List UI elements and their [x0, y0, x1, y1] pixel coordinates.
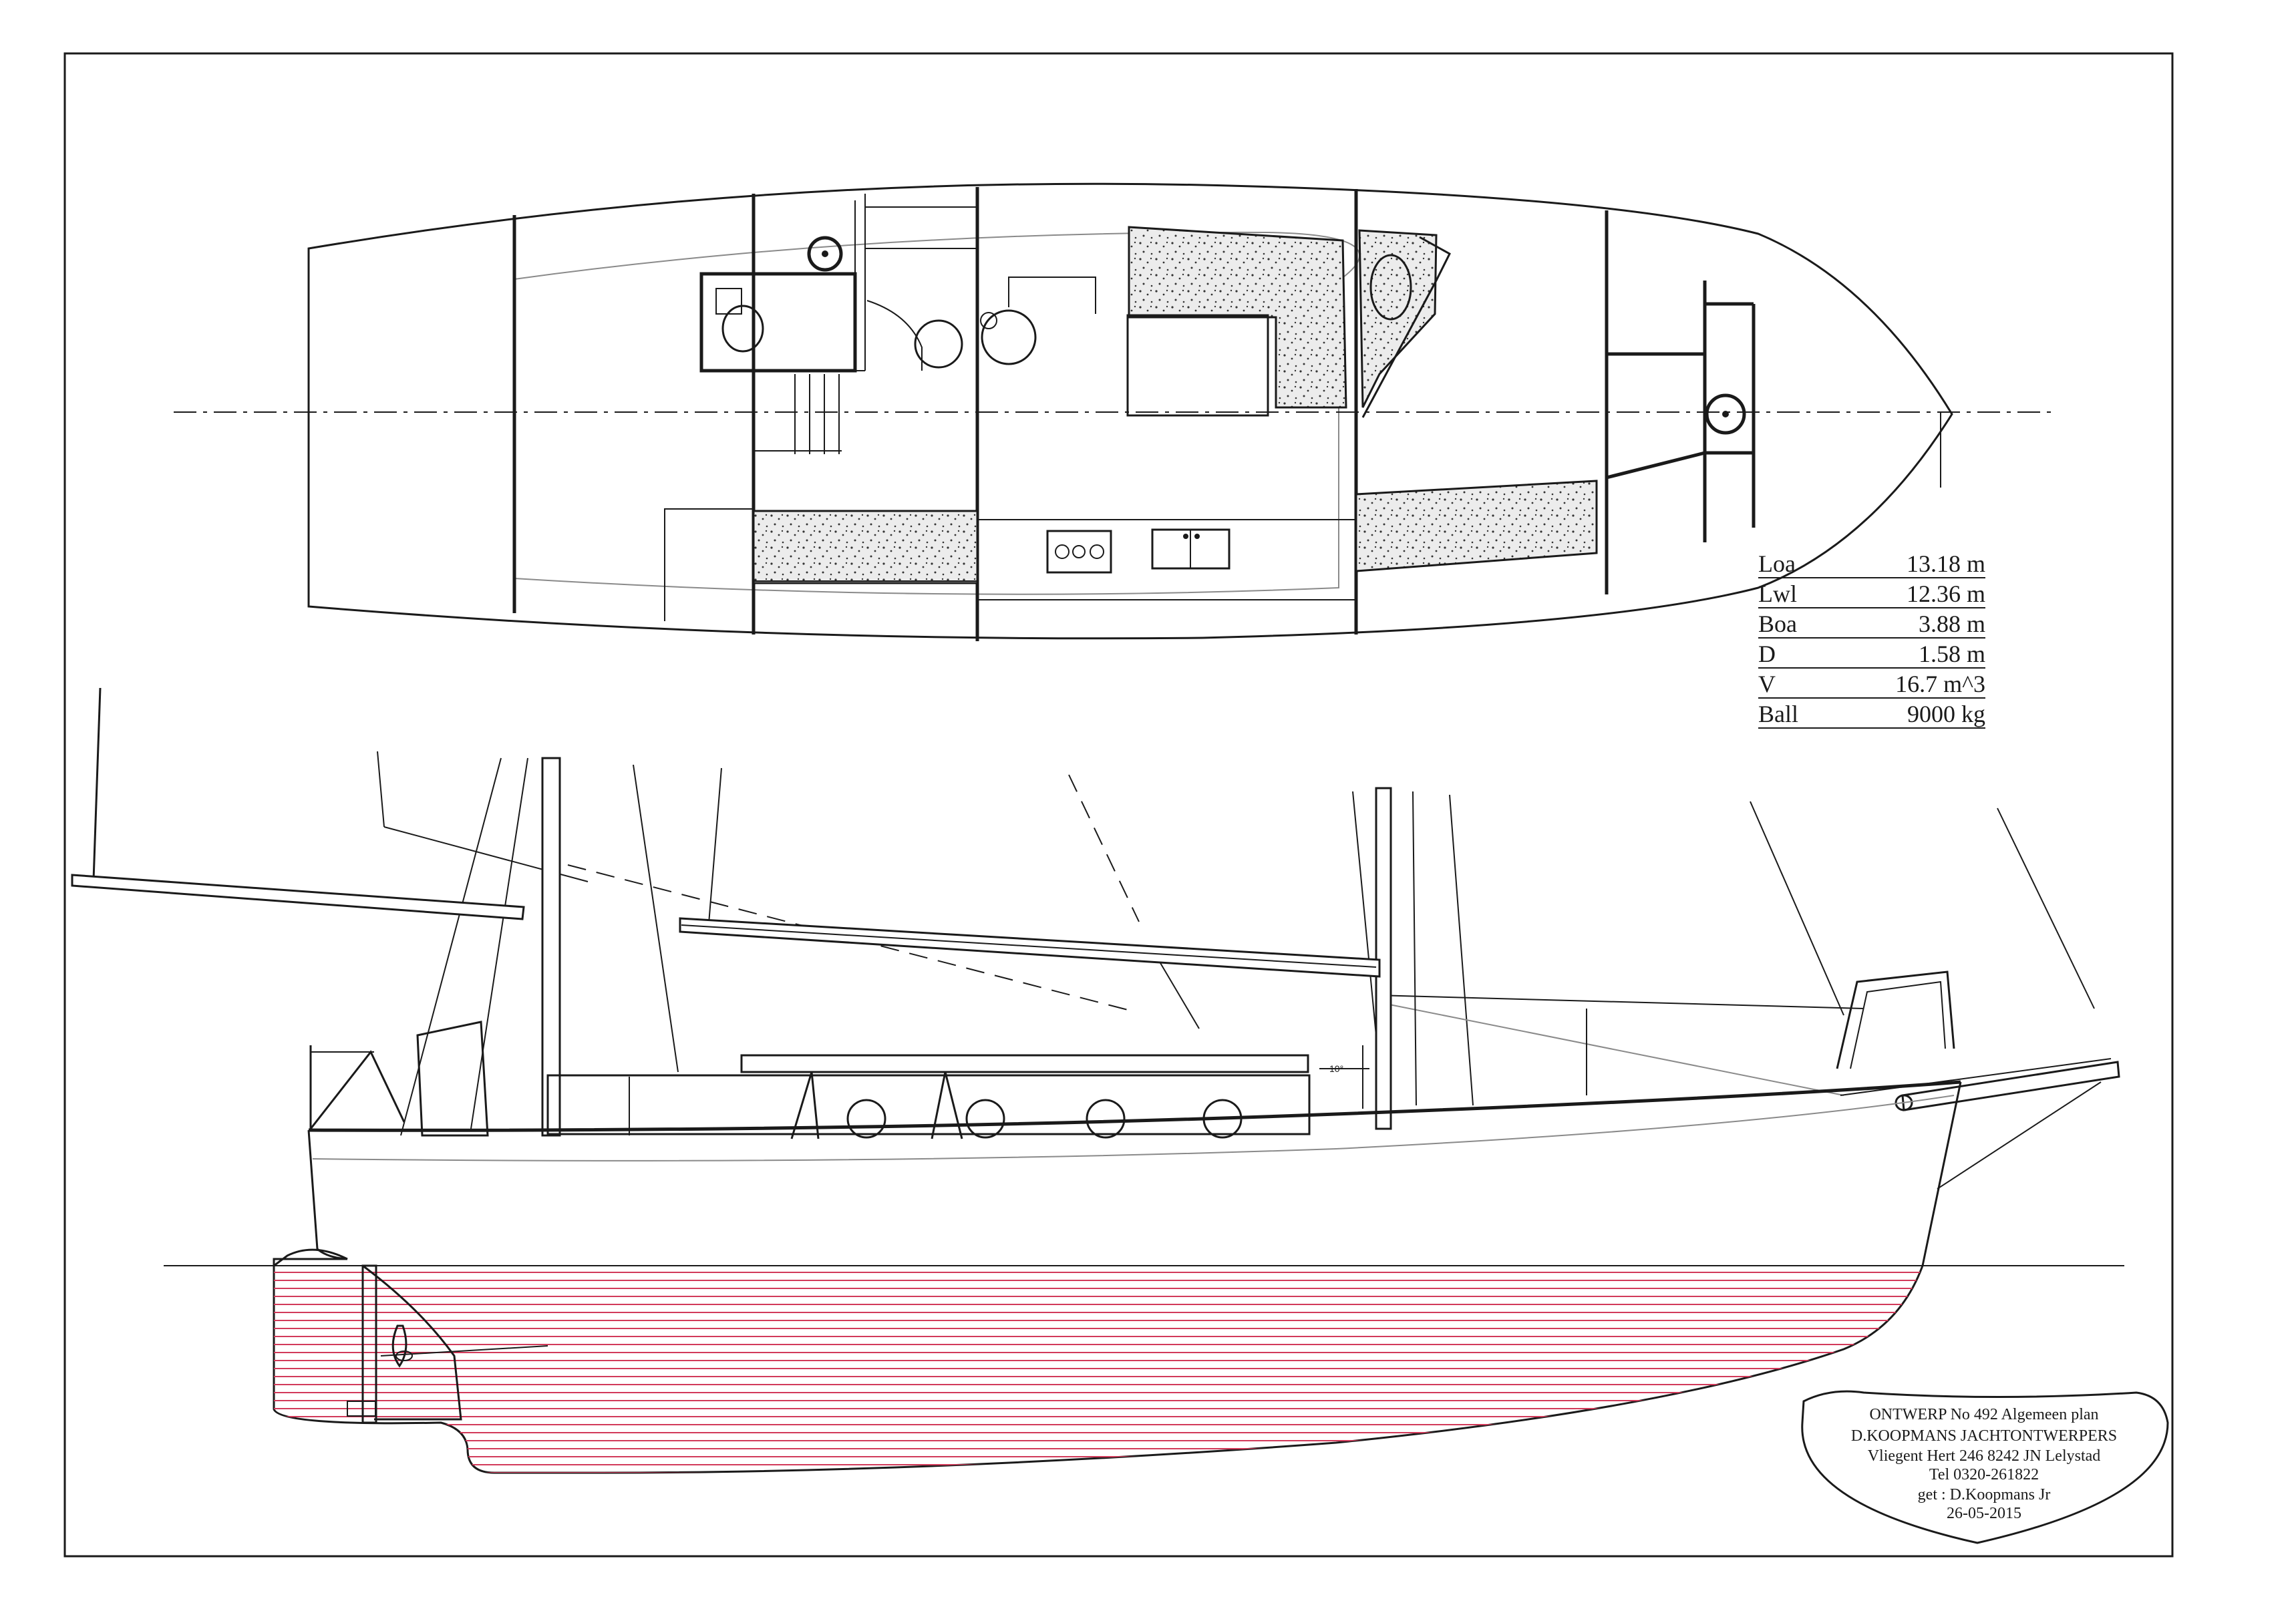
companionway-steps: [754, 374, 842, 454]
bow-pulpit: [1836, 970, 1955, 1069]
title-line-5: get : D.Koopmans Jr: [1918, 1486, 2051, 1503]
forepeak-door: [1361, 236, 1451, 418]
sink-icon: [1151, 528, 1231, 570]
jib-stay: [1997, 808, 2095, 1009]
nav-seat: [866, 300, 923, 371]
plan-view: [174, 182, 2058, 641]
heads-toilet: [721, 305, 764, 353]
porthole-3: [1086, 1099, 1126, 1139]
hull-outline: [273, 1081, 1962, 1474]
keel-outline: [273, 1248, 348, 1409]
heads-sink: [715, 288, 742, 315]
plan-deck-line: [514, 231, 1361, 595]
bowsprit: [1901, 1061, 2120, 1111]
spec-value-2: 3.88 m: [1919, 610, 1985, 637]
spec-value-0: 13.18 m: [1907, 550, 1985, 577]
drawing-border: [63, 52, 2174, 1558]
aft-pulpit: [309, 1045, 405, 1132]
title-line-2: D.KOOPMANS JACHTONTWERPERS: [1851, 1427, 2117, 1445]
plan-hull-outline: [307, 182, 1953, 640]
stove-icon: [1046, 530, 1112, 574]
hull-sheer: [308, 1080, 1961, 1132]
side-profile: 10°: [71, 687, 2124, 1474]
porthole-1: [846, 1099, 886, 1139]
spec-value-4: 16.7 m^3: [1895, 671, 1985, 697]
spec-label-1: Lwl: [1758, 580, 1797, 607]
forepeak-berth-lower: [1606, 451, 1754, 480]
hull-rubrail: [312, 1095, 1955, 1161]
main-shroud-aft: [400, 757, 502, 1136]
spec-label-0: Loa: [1758, 550, 1796, 577]
spec-value-3: 1.58 m: [1919, 641, 1985, 667]
spec-label-3: D: [1758, 641, 1776, 667]
backstay: [92, 687, 102, 881]
title-line-1: ONTWERP No 492 Algemeen plan: [1869, 1406, 2098, 1423]
dodger: [416, 1021, 489, 1137]
spec-value-1: 12.36 m: [1907, 580, 1985, 607]
spec-label-2: Boa: [1758, 610, 1797, 637]
mizzen-boom: [71, 874, 525, 920]
mast-step-icon: [1705, 393, 1746, 435]
saloon-table: [1126, 314, 1269, 417]
forepeak-berth-upper: [1607, 302, 1754, 356]
galley-counter: [977, 519, 1357, 600]
forepeak-berth-port: [1355, 480, 1598, 572]
deckhouse: [546, 1054, 1311, 1139]
cockpit-well: [664, 508, 754, 621]
main-boom: [679, 917, 1381, 978]
saloon-stool-aft: [914, 319, 963, 369]
title-line-3: Vliegent Hert 246 8242 JN Lelystad: [1868, 1447, 2101, 1465]
staysail-leech: [567, 864, 1136, 1013]
saloon-stool-fwd: [981, 309, 1037, 365]
title-shield: [1801, 1390, 2169, 1544]
mizzen-shroud: [377, 751, 385, 828]
underwater-body-hatch: [274, 1272, 1923, 1473]
spec-value-5: 9000 kg: [1907, 701, 1985, 727]
saloon-settee-port: [752, 510, 979, 584]
fore-mast: [1375, 787, 1392, 1130]
propeller-icon: [391, 1324, 407, 1368]
spec-label-5: Ball: [1758, 701, 1798, 727]
title-line-4: Tel 0320-261822: [1929, 1466, 2039, 1483]
porthole-2: [965, 1099, 1005, 1139]
saloon-settee-starboard: [1128, 226, 1347, 409]
vberth-cushion: [1358, 229, 1438, 408]
specs-table: Loa 13.18 m Lwl 12.36 m Boa 3.88 m D 1.58 m V 16.…: [1758, 550, 1985, 729]
spec-label-4: V: [1758, 671, 1776, 697]
shower-drain-icon: [807, 236, 843, 272]
title-block: ONTWERP No 492 Algemeen plan D.KOOPMANS …: [1801, 1390, 2169, 1544]
forestay: [1750, 801, 1844, 1016]
title-line-6: 26-05-2015: [1947, 1505, 2021, 1522]
rudder-and-propeller: [347, 1264, 548, 1424]
main-mast: [541, 757, 561, 1137]
